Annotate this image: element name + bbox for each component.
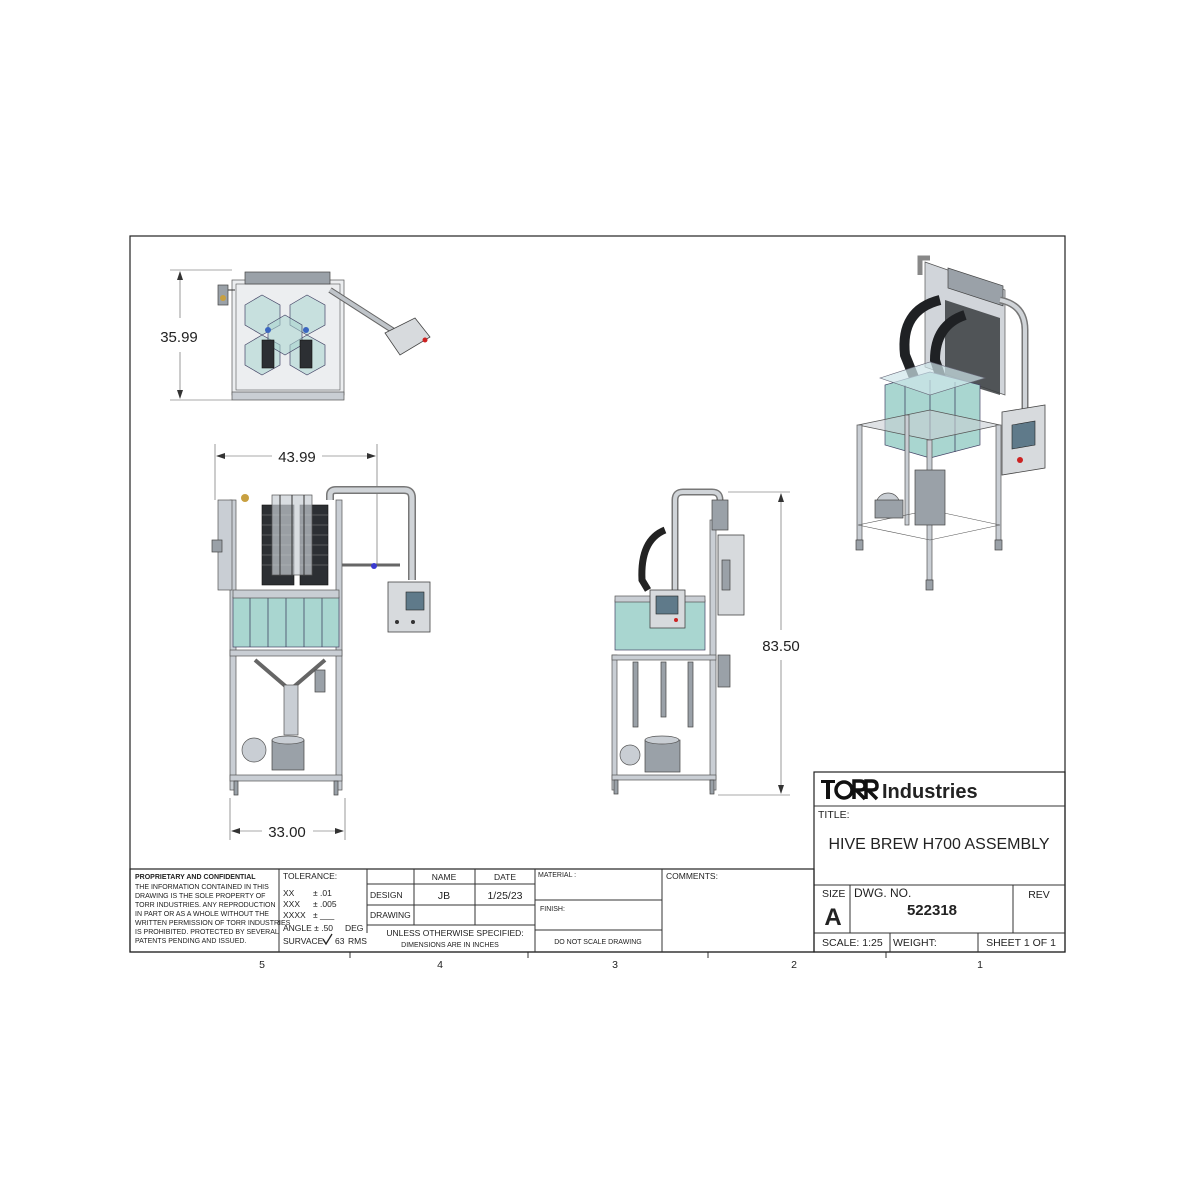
checkmark-icon: [322, 933, 333, 946]
sheet-label: SHEET 1 OF 1: [986, 937, 1056, 949]
proprietary-line-6: IS PROHIBITED. PROTECTED BY SEVERAL: [135, 929, 279, 936]
top-view: 35.99: [160, 269, 431, 401]
name-header: NAME: [432, 872, 457, 882]
weight-label: WEIGHT:: [893, 937, 937, 949]
dim-front-base-width: 33.00: [268, 824, 306, 841]
zone-4: 4: [437, 959, 443, 971]
material-label: MATERIAL :: [538, 872, 576, 879]
unless-line-2: DIMENSIONS ARE IN INCHES: [401, 942, 499, 949]
dwg-no-label: DWG. NO.: [854, 886, 911, 900]
design-label: DESIGN: [370, 890, 403, 900]
zone-5: 5: [259, 959, 265, 971]
proprietary-line-5: WRITTEN PERMISSION OF TORR INDUSTRIES: [135, 920, 291, 927]
company-name: Industries: [882, 781, 978, 803]
tolerance-surface-value: 63: [335, 936, 345, 946]
rev-label: REV: [1028, 889, 1050, 901]
tolerance-xxx: XXX: [283, 899, 300, 909]
unless-line-1: UNLESS OTHERWISE SPECIFIED:: [386, 928, 523, 938]
finish-label: FINISH:: [540, 906, 565, 913]
side-view: 83.50: [611, 488, 800, 796]
proprietary-line-2: DRAWING IS THE SOLE PROPERTY OF: [135, 893, 265, 900]
tolerance-angle: ANGLE ± .50: [283, 923, 333, 933]
size-value: A: [824, 904, 841, 931]
tolerance-angle-unit: DEG: [345, 923, 363, 933]
zone-1: 1: [977, 959, 983, 971]
zone-3: 3: [612, 959, 618, 971]
dwg-no-value: 522318: [907, 902, 957, 919]
tolerance-label: TOLERANCE:: [283, 871, 337, 881]
drawing-label: DRAWING: [370, 910, 411, 920]
title-label: TITLE:: [818, 809, 850, 821]
proprietary-line-7: PATENTS PENDING AND ISSUED.: [135, 938, 246, 945]
design-date: 1/25/23: [487, 890, 522, 902]
zone-2: 2: [791, 959, 797, 971]
tolerance-xx: XX: [283, 888, 295, 898]
torr-logo: [821, 779, 879, 801]
no-scale-label: DO NOT SCALE DRAWING: [554, 939, 642, 946]
drawing-title: HIVE BREW H700 ASSEMBLY: [828, 836, 1049, 853]
scale-label: SCALE: 1:25: [822, 937, 883, 949]
dim-front-width: 43.99: [278, 449, 316, 466]
tolerance-surface: SURVACE: [283, 936, 324, 946]
tolerance-surface-unit: RMS: [348, 936, 367, 946]
dim-top-height: 35.99: [160, 329, 198, 346]
tolerance-xxxx-value: ± ___: [313, 910, 334, 920]
date-header: DATE: [494, 872, 516, 882]
front-view: 43.99: [211, 444, 431, 841]
tolerance-xx-value: ± .01: [313, 888, 332, 898]
proprietary-line-3: TORR INDUSTRIES. ANY REPRODUCTION: [135, 902, 276, 909]
comments-label: COMMENTS:: [666, 871, 718, 881]
tolerance-xxx-value: ± .005: [313, 899, 337, 909]
proprietary-line-4: IN PART OR AS A WHOLE WITHOUT THE: [135, 911, 269, 918]
size-label: SIZE: [822, 888, 845, 900]
title-block: Industries TITLE: HIVE BREW H700 ASSEMBL…: [813, 771, 1066, 953]
tolerance-xxxx: XXXX: [283, 910, 306, 920]
zone-markers: 5 4 3 2 1: [259, 952, 983, 971]
design-name: JB: [438, 890, 450, 902]
isometric-view: [855, 255, 1046, 591]
dim-side-height: 83.50: [762, 638, 800, 655]
proprietary-line-1: THE INFORMATION CONTAINED IN THIS: [135, 884, 269, 891]
proprietary-heading: PROPRIETARY AND CONFIDENTIAL: [135, 874, 256, 881]
bottom-block: PROPRIETARY AND CONFIDENTIAL THE INFORMA…: [129, 868, 815, 953]
